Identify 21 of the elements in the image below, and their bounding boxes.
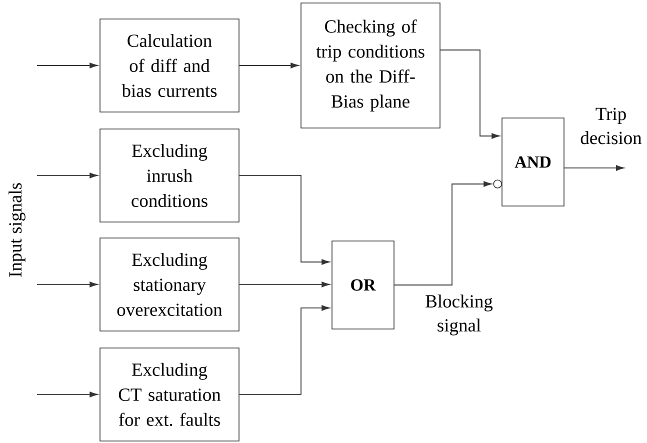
process-box: Calculation of diff and bias currents — [100, 18, 240, 112]
edge-label: Blocking signal — [426, 294, 493, 336]
arrow — [238, 175, 330, 265]
arrow — [238, 282, 330, 288]
logic-gate-box: AND — [502, 118, 564, 206]
arrow — [394, 181, 492, 286]
logic-gate-box: OR — [332, 240, 394, 330]
arrow — [440, 50, 500, 139]
process-box: Excluding CT saturation for ext. faults — [100, 348, 240, 442]
process-box: Excluding stationary overexcitation — [100, 238, 240, 332]
edge-label: Trip decision — [580, 108, 642, 144]
axis-label: Input signals — [8, 183, 26, 277]
arrow — [36, 282, 98, 288]
arrow — [238, 62, 299, 68]
process-box: Excluding inrush conditions — [100, 128, 240, 222]
process-box: Checking of trip conditions on the Diff-Bias plane — [300, 2, 440, 128]
arrow — [36, 392, 98, 398]
arrow — [238, 305, 330, 395]
arrow — [36, 62, 98, 68]
arrow — [564, 165, 624, 171]
arrow — [36, 172, 98, 178]
